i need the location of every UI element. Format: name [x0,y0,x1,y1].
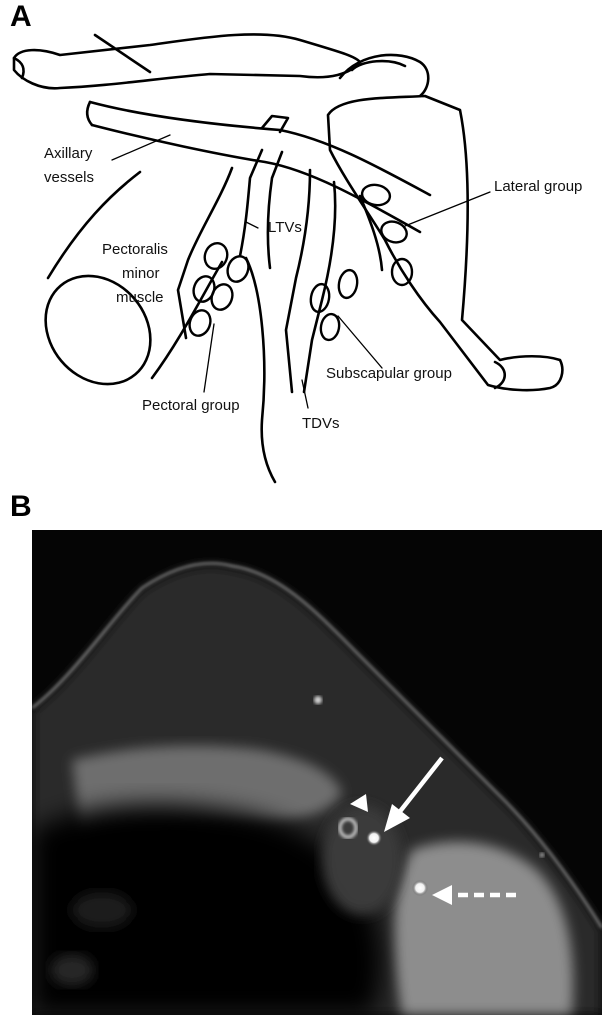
subscapular-branch-left [286,170,310,392]
leader-subscapular [338,316,382,368]
lateral-node-1 [360,183,391,208]
label-tdvs: TDVs [302,415,340,432]
leader-pectoral [204,324,214,392]
ltv-branch-left [240,150,262,256]
leader-ltvs [246,222,258,228]
pectoral-node-2 [224,253,252,284]
panel-label-b: B [10,492,32,522]
label-subscapular-group: Subscapular group [326,365,452,382]
pectoral-node-4 [208,281,236,312]
upper-thin-line [95,35,150,72]
pectoral-node-5 [186,307,214,338]
lateral-branch [360,196,382,270]
pectoral-node-1 [201,240,231,272]
label-pectoralis-1: Pectoralis [102,241,168,258]
mri-chest-texture-1 [72,892,132,928]
axillary-anatomy-diagram: Axillary vessels Pectoralis minor muscle… [0,0,610,490]
axillary-vessel-end [87,102,92,125]
descending-vessel [246,258,275,482]
label-pectoral-group: Pectoral group [142,397,240,414]
axillary-vessel-upper [90,102,430,195]
mri-node-dashed-target [412,880,428,896]
mri-image [32,530,602,1015]
mri-chest-texture-2 [50,954,94,986]
ltv-branch-right [268,152,282,268]
pectoralis-muscle-cone [48,172,140,278]
label-pectoralis-2: minor [122,265,160,282]
label-pectoralis-3: muscle [116,289,164,306]
clavicle-shape [14,34,360,88]
mri-bright-spot-1 [314,696,322,704]
subscapular-node-3 [319,313,341,342]
leader-lateral [405,192,490,226]
label-axillary-2: vessels [44,169,94,186]
label-lateral-group: Lateral group [494,178,582,195]
humerus-head-cap [495,362,505,388]
subscapular-node-1 [337,269,360,300]
mri-node-arrow-target [366,830,382,846]
label-axillary-1: Axillary [44,145,93,162]
mri-bright-spot-2 [540,853,545,858]
leader-axillary [112,135,170,160]
label-ltvs: LTVs [268,219,302,236]
